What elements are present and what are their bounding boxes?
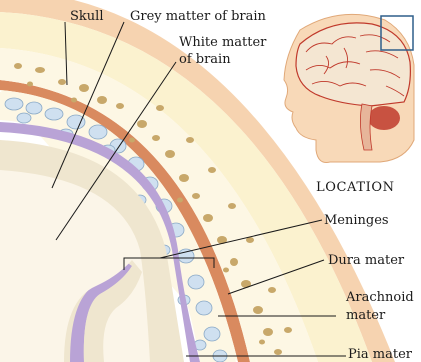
white-matter-label-line1: White matter (179, 35, 267, 50)
dura-mater-label: Dura mater (328, 253, 405, 268)
white-matter-label-line2: of brain (179, 52, 231, 67)
grey-matter-label: Grey matter of brain (130, 9, 267, 24)
location-label: LOCATION (316, 180, 395, 195)
skull-label: Skull (70, 9, 103, 24)
arachnoid-label-line2: mater (346, 308, 386, 323)
cerebellum-icon (368, 106, 400, 130)
meninges-label: Meninges (324, 213, 389, 228)
pia-mater-label: Pia mater (348, 347, 413, 362)
brain-outline (296, 23, 410, 106)
arachnoid-label-line1: Arachnoid (345, 290, 414, 305)
